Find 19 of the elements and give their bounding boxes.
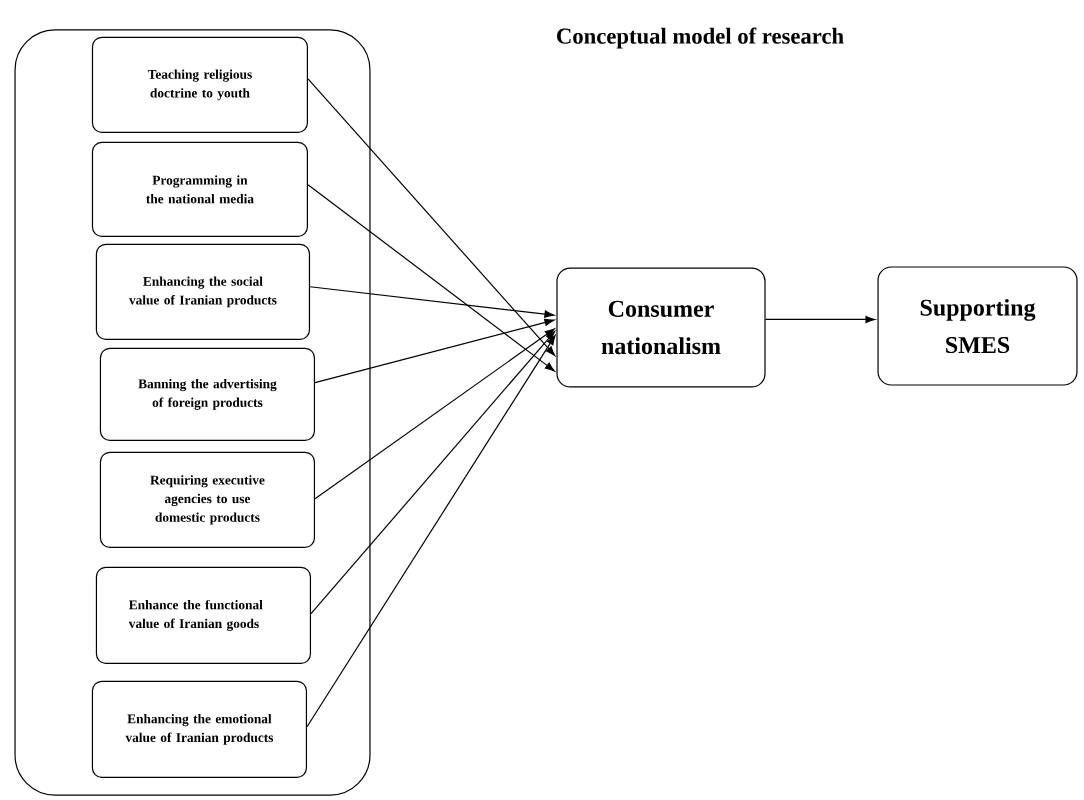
arrow <box>309 286 555 318</box>
title: Conceptual model of research <box>557 27 844 49</box>
factor-box: Enhance the functional value of Iranian goods <box>95 566 312 664</box>
factor-box: Programming in the national media <box>91 141 308 237</box>
arrow <box>306 335 556 728</box>
container-box <box>14 29 371 796</box>
factor-box: Banning the advertising of foreign products <box>99 347 316 441</box>
arrow <box>314 318 555 384</box>
factor-box: Enhancing the social value of Iranian products <box>95 243 311 340</box>
arrow <box>307 184 555 372</box>
arrow <box>765 315 876 324</box>
concept-box: Supporting SMES <box>877 266 1078 386</box>
arrow <box>310 330 556 615</box>
factor-box: Requiring executive agencies to use domestic products <box>99 451 316 548</box>
arrow <box>314 328 555 500</box>
factor-box: Teaching religious doctrine to youth <box>91 36 308 133</box>
concept-box: Consumer nationalism <box>556 267 766 388</box>
arrow <box>307 78 556 356</box>
factor-box: Enhancing the emotional value of Iranian products <box>91 680 308 778</box>
